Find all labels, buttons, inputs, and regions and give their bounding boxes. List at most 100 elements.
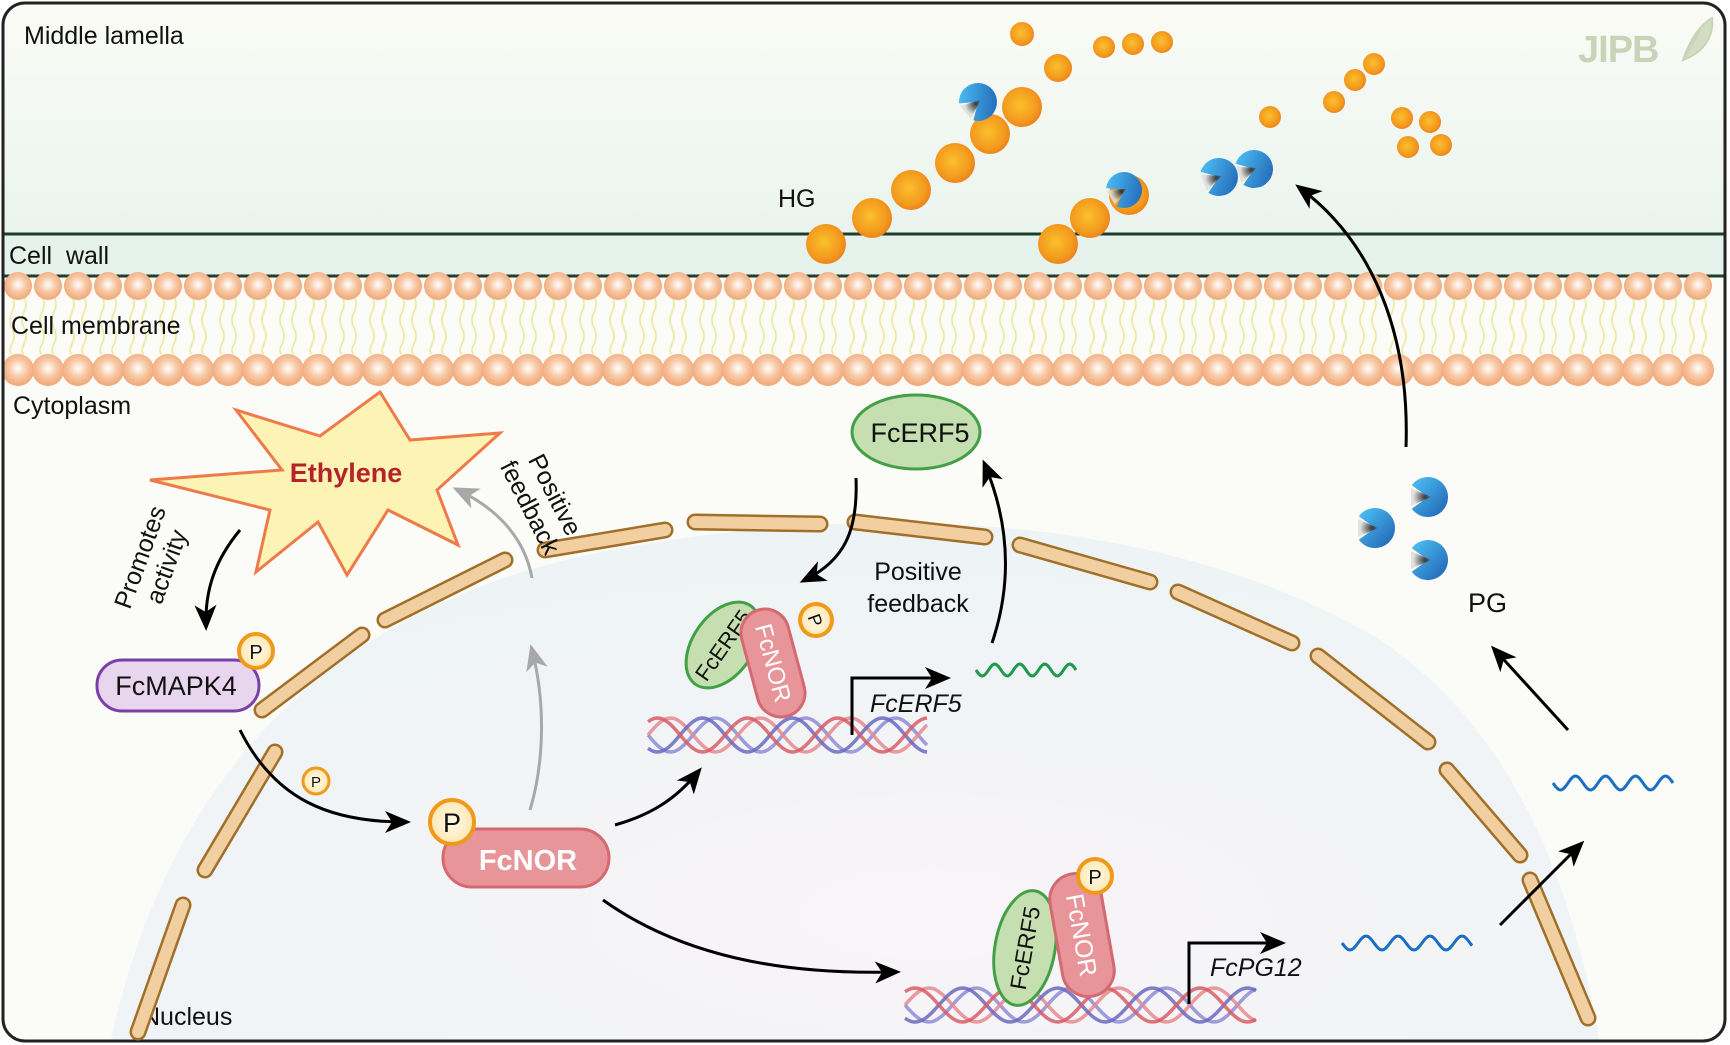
lipid-head-outer [1294, 272, 1322, 300]
hg-monomer [1397, 136, 1419, 158]
lipid-tail [669, 295, 687, 355]
lipid-tail [1209, 295, 1227, 355]
lipid-tail [1119, 295, 1137, 355]
lipid-head-inner [1382, 354, 1414, 386]
middle-lamella-region [3, 3, 1725, 234]
lipid-head-outer [694, 272, 722, 300]
lipid-head-outer [964, 272, 992, 300]
fcnor-protein: FcNOR P [428, 798, 611, 889]
lipid-head-inner [1412, 354, 1444, 386]
lipid-tail [1449, 295, 1467, 355]
lipid-tail [969, 295, 987, 355]
label-cell-membrane: Cell membrane [11, 312, 181, 340]
pg-enzyme-active-site [960, 100, 981, 119]
fcerf5-shape [992, 889, 1058, 1007]
fcerf5-shape [850, 393, 982, 471]
lipid-head-inner [62, 354, 94, 386]
lipid-head-outer [394, 272, 422, 300]
lipid-head-inner [272, 354, 304, 386]
dna-strand [646, 716, 929, 754]
lipid-head-outer [1414, 272, 1442, 300]
pg-enzyme-active-site [1358, 519, 1378, 537]
lipid-head-outer [784, 272, 812, 300]
lipid-head-outer [34, 272, 62, 300]
lipid-head-inner [842, 354, 874, 386]
phospho-group-fcnor: P [428, 798, 476, 846]
lipid-head-outer [64, 272, 92, 300]
lipid-head-outer [1144, 272, 1172, 300]
hg-monomer [935, 143, 975, 183]
lipid-tail [1059, 295, 1077, 355]
lipid-head-outer [1504, 272, 1532, 300]
lipid-head-inner [482, 354, 514, 386]
phospho-label: P [1088, 867, 1101, 889]
lipid-head-outer [634, 272, 662, 300]
dna-strand [647, 716, 928, 754]
lipid-head-inner [1472, 354, 1504, 386]
dna-strand [904, 986, 1257, 1024]
lipid-tail [729, 295, 747, 355]
lipid-tail [339, 295, 357, 355]
hg-monomer [1010, 22, 1034, 46]
lipid-head-outer [1684, 272, 1712, 300]
lipid-head-inner [242, 354, 274, 386]
lipid-tail [1689, 295, 1707, 355]
lipid-head-inner [1622, 354, 1654, 386]
hg-monomer [1038, 224, 1078, 264]
jipb-logo: JIPB [1578, 16, 1714, 71]
transcription-start-fcpg12 [1187, 932, 1286, 1004]
lipid-head-inner [452, 354, 484, 386]
lipid-head-inner [1682, 354, 1714, 386]
lipid-head-inner [1442, 354, 1474, 386]
cell-membrane-bilayer [2, 272, 1714, 386]
pg-enzyme-icon [1411, 540, 1448, 580]
lipid-tail [1509, 295, 1527, 355]
lipid-tail [99, 295, 117, 355]
hg-monomer [1044, 54, 1072, 82]
arrow-mapk4-phosphorylates-fcnor [238, 729, 411, 833]
label-middle-lamella: Middle lamella [24, 22, 184, 50]
arrow-ethylene-promotes-mapk4 [194, 529, 242, 631]
arrow-mrna-to-pg [1490, 645, 1570, 732]
lipid-tail [1089, 295, 1107, 355]
pg-enzyme-icon [1358, 508, 1395, 548]
nuclear-envelope [129, 513, 1597, 1041]
lipid-head-outer [814, 272, 842, 300]
label-cytoplasm: Cytoplasm [13, 392, 131, 420]
lipid-head-outer [1444, 272, 1472, 300]
nuclear-envelope-segment-fill [1172, 586, 1298, 649]
arrow-fcnor-to-fcerf5-promoter [614, 767, 702, 827]
fcerf5-label: FcERF5 [870, 418, 969, 448]
lipid-head-inner [962, 354, 994, 386]
lipid-tail [639, 295, 657, 355]
lipid-tail [1329, 295, 1347, 355]
lipid-head-inner [1052, 354, 1084, 386]
lipid-head-outer [334, 272, 362, 300]
lipid-head-inner [332, 354, 364, 386]
lipid-tail [1539, 295, 1557, 355]
phospho-group-complex-2: P [1076, 857, 1114, 895]
ethylene-star-shape [149, 389, 505, 578]
lipid-head-inner [302, 354, 334, 386]
nuclear-envelope-segment-fill [539, 524, 671, 556]
lipid-head-inner [1142, 354, 1174, 386]
hg-monomer [1363, 53, 1385, 75]
phospho-label: P [311, 774, 321, 791]
arrow-fcpg12-to-cytoplasm [1498, 840, 1585, 927]
lipid-head-outer [934, 272, 962, 300]
lipid-head-outer [1174, 272, 1202, 300]
lipid-head-outer [1324, 272, 1352, 300]
gene-fcpg12-label: FcPG12 [1210, 954, 1302, 982]
lipid-head-inner [122, 354, 154, 386]
hg-monomer [891, 170, 931, 210]
lipid-head-outer [604, 272, 632, 300]
hg-monomer [1151, 31, 1173, 53]
pg-enzyme-active-site [1106, 188, 1127, 205]
hg-monomer [1093, 36, 1115, 58]
lipid-head-outer [304, 272, 332, 300]
lipid-head-outer [1024, 272, 1052, 300]
phospho-label: P [249, 642, 262, 664]
pg-enzymes [959, 83, 1448, 580]
lipid-tail [249, 295, 267, 355]
lipid-head-outer [1384, 272, 1412, 300]
